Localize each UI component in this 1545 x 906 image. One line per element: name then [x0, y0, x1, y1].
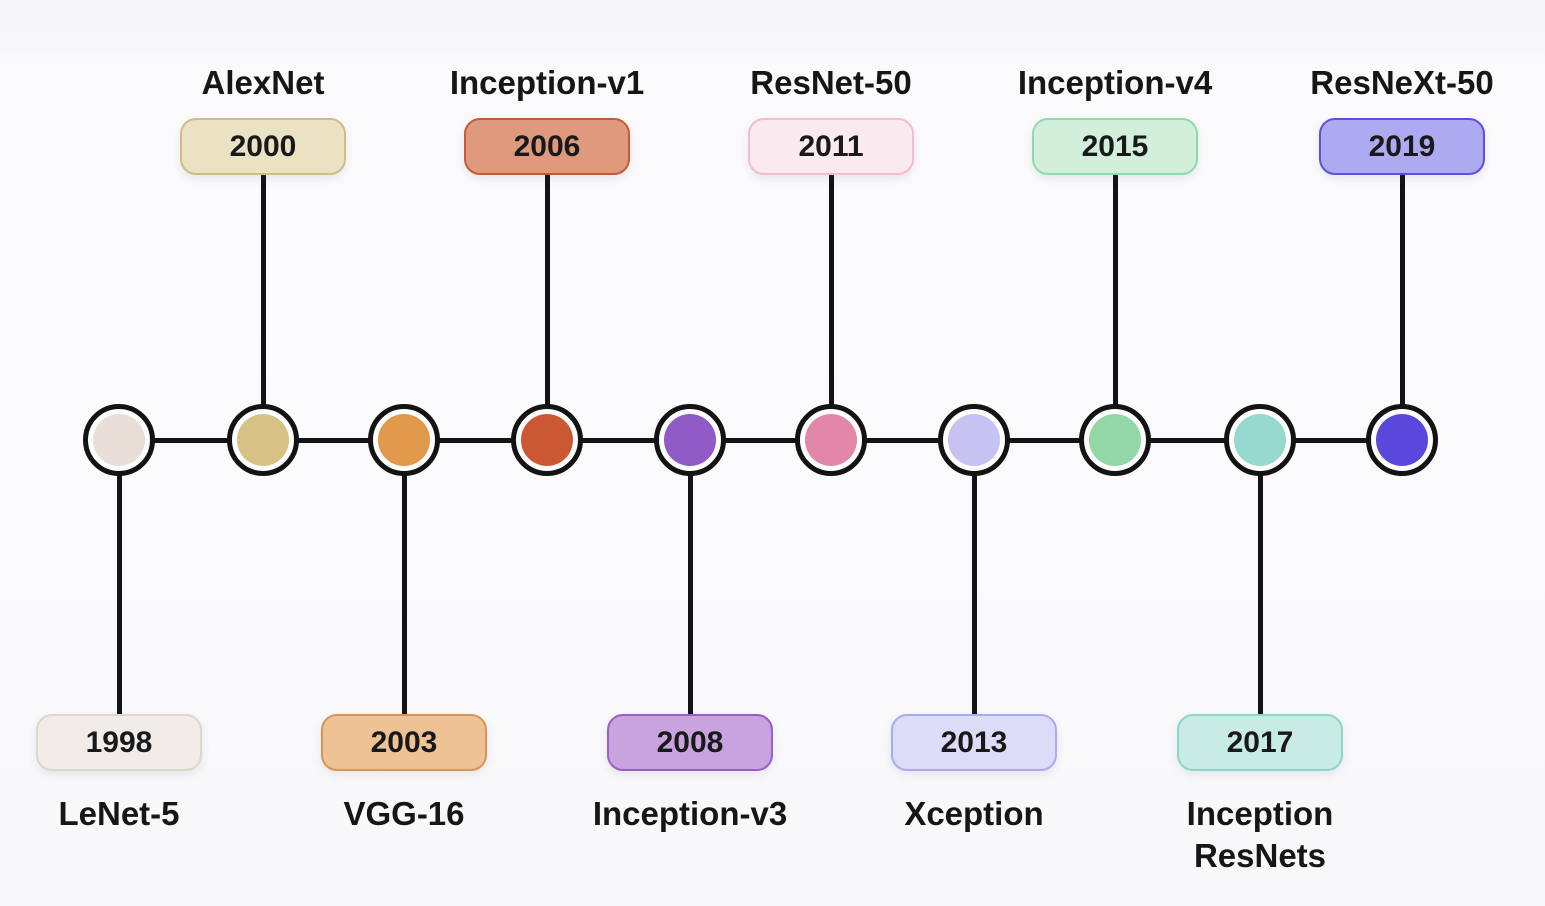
connector-line-resnext-50: [1400, 174, 1405, 408]
model-name-resnext-50: ResNeXt-50: [1310, 64, 1494, 101]
connector-line-inception-resnets: [1258, 472, 1263, 718]
model-name-vgg-16: VGG-16: [343, 795, 465, 832]
timeline-node-resnet-50: [795, 404, 867, 476]
connector-line-vgg-16: [402, 472, 407, 718]
model-name-inception-v4: Inception-v4: [1017, 64, 1213, 101]
model-name-inception-v3: Inception-v3: [592, 795, 788, 832]
year-badge-inception-v4: 2015: [1032, 118, 1198, 175]
model-name-inception-v1: Inception-v1: [449, 64, 645, 101]
year-badge-xception: 2013: [891, 714, 1057, 771]
timeline-node-dot-resnext-50: [1376, 414, 1428, 466]
connector-line-inception-v1: [545, 174, 550, 408]
timeline-node-xception: [938, 404, 1010, 476]
timeline-node-dot-vgg-16: [378, 414, 430, 466]
timeline-node-dot-lenet-5: [93, 414, 145, 466]
timeline-node-dot-inception-resnets: [1234, 414, 1286, 466]
timeline-node-vgg-16: [368, 404, 440, 476]
timeline-node-alexnet: [227, 404, 299, 476]
timeline-node-inception-v3: [654, 404, 726, 476]
year-badge-inception-v1: 2006: [464, 118, 630, 175]
connector-line-alexnet: [261, 174, 266, 408]
timeline-node-lenet-5: [83, 404, 155, 476]
timeline-node-inception-resnets: [1224, 404, 1296, 476]
connector-line-inception-v3: [688, 472, 693, 718]
year-badge-alexnet: 2000: [180, 118, 346, 175]
model-name-resnet-50: ResNet-50: [750, 64, 912, 101]
timeline-node-dot-inception-v3: [664, 414, 716, 466]
timeline-node-inception-v4: [1079, 404, 1151, 476]
connector-line-resnet-50: [829, 174, 834, 408]
model-name-xception: Xception: [904, 795, 1044, 832]
timeline-node-inception-v1: [511, 404, 583, 476]
connector-line-xception: [972, 472, 977, 718]
timeline-node-dot-resnet-50: [805, 414, 857, 466]
timeline-node-dot-xception: [948, 414, 1000, 466]
model-name-lenet-5: LeNet-5: [58, 795, 180, 832]
timeline-node-dot-inception-v4: [1089, 414, 1141, 466]
timeline-axis: [119, 438, 1402, 443]
year-badge-lenet-5: 1998: [36, 714, 202, 771]
year-badge-resnext-50: 2019: [1319, 118, 1485, 175]
year-badge-inception-resnets: 2017: [1177, 714, 1343, 771]
timeline-node-dot-alexnet: [237, 414, 289, 466]
timeline-node-resnext-50: [1366, 404, 1438, 476]
timeline-node-dot-inception-v1: [521, 414, 573, 466]
year-badge-inception-v3: 2008: [607, 714, 773, 771]
year-badge-resnet-50: 2011: [748, 118, 914, 175]
connector-line-inception-v4: [1113, 174, 1118, 408]
model-name-alexnet: AlexNet: [201, 64, 325, 101]
connector-line-lenet-5: [117, 472, 122, 718]
model-name-inception-resnets: Inception ResNets: [1186, 795, 1334, 874]
year-badge-vgg-16: 2003: [321, 714, 487, 771]
